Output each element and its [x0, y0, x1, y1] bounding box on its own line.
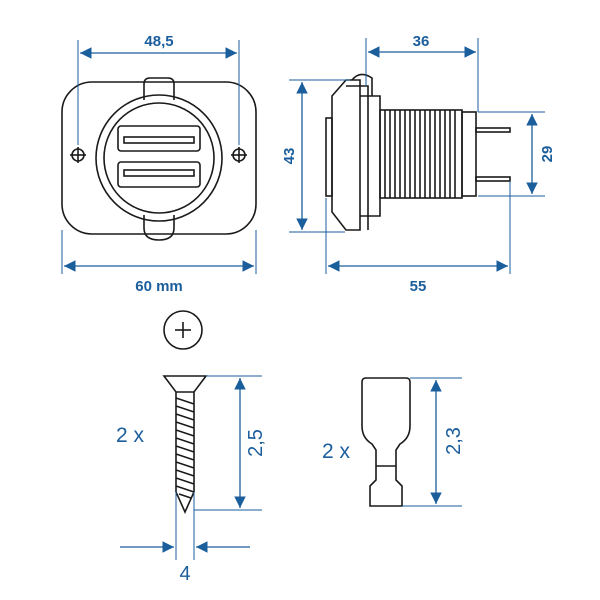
dimension-label-55: 55	[410, 278, 427, 295]
side-view: 36 43 29 55	[281, 33, 556, 295]
front-view: 48,5 60 mm	[61, 33, 257, 295]
screw-head-top-view	[163, 310, 203, 350]
usb-port-top	[117, 125, 201, 152]
dimension-label-48-5: 48,5	[144, 33, 173, 50]
screw: 2 x 2,5 4	[116, 375, 267, 585]
terminal-pins	[475, 127, 511, 182]
dimension-label-60mm: 60 mm	[135, 278, 183, 295]
socket-flange	[325, 73, 381, 231]
usb-socket-cover	[95, 77, 223, 241]
dimension-label-36: 36	[413, 33, 430, 50]
flat-connector: 2 x 2,3	[322, 377, 465, 507]
dimension-label-2-5: 2,5	[245, 429, 267, 457]
usb-port-bottom	[117, 161, 201, 188]
dimension-label-29: 29	[539, 146, 556, 163]
dimension-label-2-3: 2,3	[443, 427, 465, 455]
screw-quantity-label: 2 x	[116, 424, 145, 447]
dimension-label-4: 4	[179, 563, 190, 585]
connector-quantity-label: 2 x	[322, 440, 351, 463]
dimension-label-43: 43	[281, 148, 298, 165]
threaded-body	[379, 109, 477, 199]
mounting-plate	[61, 81, 257, 235]
